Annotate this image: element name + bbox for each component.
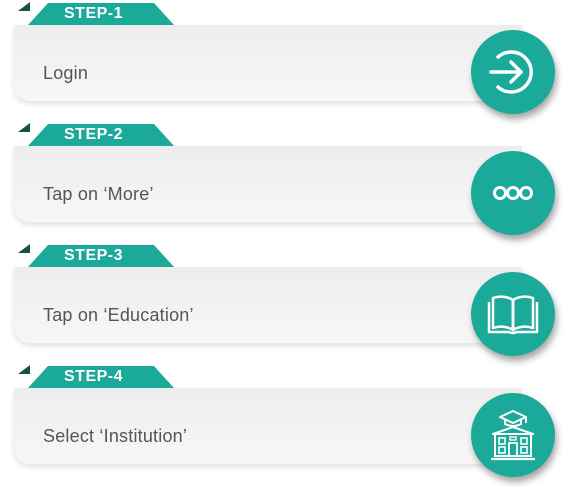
- step-instruction: Select ‘Institution’: [43, 426, 188, 446]
- step-1: Login STEP-1: [0, 0, 583, 118]
- tag-fold: [18, 244, 30, 253]
- login-arrow-icon: [471, 30, 555, 114]
- step-4: Select ‘Institution’ STEP-4: [0, 361, 583, 481]
- step-label: STEP-3: [64, 247, 124, 264]
- step-2: Tap on ‘More’ STEP-2: [0, 119, 583, 239]
- more-dots-icon: [471, 151, 555, 235]
- tag-ribbon: [28, 245, 174, 267]
- tag-ribbon: [28, 366, 174, 388]
- step-card: Select ‘Institution’: [14, 388, 522, 464]
- tag-ribbon: [28, 3, 174, 25]
- step-card: Tap on ‘More’: [14, 146, 522, 222]
- step-instruction: Tap on ‘More’: [43, 184, 154, 204]
- tag-fold: [18, 123, 30, 132]
- step-card: Login: [14, 25, 522, 101]
- step-instruction: Tap on ‘Education’: [43, 305, 194, 325]
- tag-fold: [18, 365, 30, 374]
- open-book-icon: [471, 272, 555, 356]
- tag-ribbon: [28, 124, 174, 146]
- step-instruction: Login: [43, 63, 89, 83]
- step-label: STEP-2: [64, 126, 124, 143]
- tag-fold: [18, 2, 30, 11]
- step-label: STEP-1: [64, 5, 124, 22]
- institution-building-icon: [471, 393, 555, 477]
- step-3: Tap on ‘Education’ STEP-3: [0, 240, 583, 360]
- step-label: STEP-4: [64, 368, 124, 385]
- step-card: Tap on ‘Education’: [14, 267, 522, 343]
